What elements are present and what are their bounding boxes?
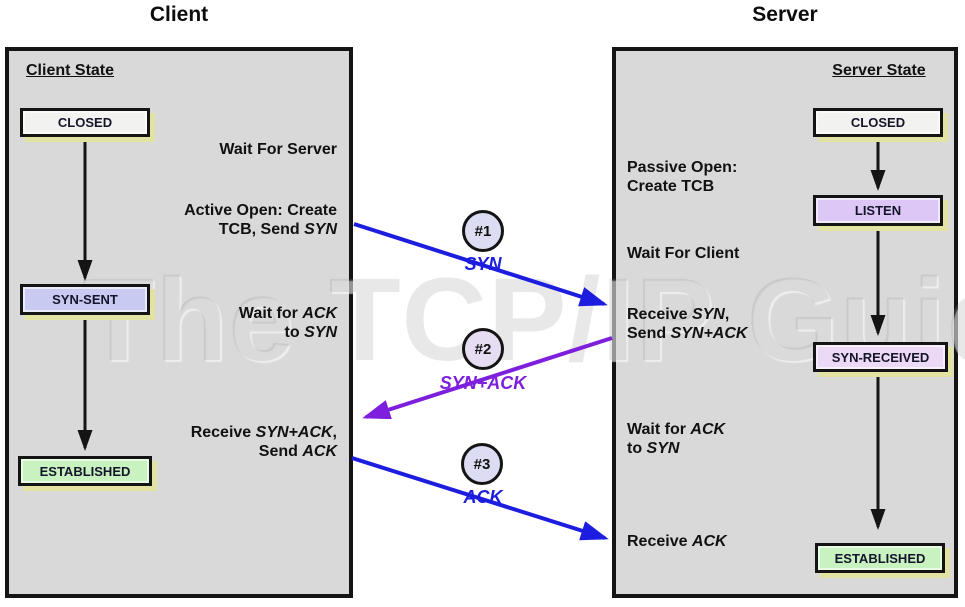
client-state-syn-sent: SYN-SENT [20,284,150,315]
server-title: Server [752,3,818,26]
note-line: Receive SYN, [627,306,730,323]
server-panel [612,47,958,598]
message-2-label: SYN+ACK [439,373,527,393]
server-state-established: ESTABLISHED [815,543,945,573]
client-note-wait-for-ack: Wait for ACK to SYN [97,304,337,342]
note-line: Wait For Server [219,141,337,158]
server-note-passive-open: Passive Open: Create TCB [627,158,847,196]
note-line: TCB, Send SYN [218,221,337,238]
message-1-label: SYN [464,254,502,274]
message-3-badge: #3 [461,443,503,485]
note-line: Receive SYN+ACK, [190,424,337,441]
client-state-closed: CLOSED [20,108,150,137]
client-note-wait-for-server: Wait For Server [97,140,337,159]
server-state-closed: CLOSED [813,108,943,137]
client-note-active-open: Active Open: Create TCB, Send SYN [97,201,337,239]
note-line: Wait for ACK [627,421,726,438]
note-line: Active Open: Create [184,202,337,219]
client-state-established: ESTABLISHED [18,456,152,486]
message-3-label: ACK [463,487,503,507]
note-line: Send SYN+ACK [627,325,748,342]
note-line: Wait For Client [627,245,740,262]
note-line: to SYN [627,440,680,457]
server-state-heading: Server State [832,62,926,79]
client-title: Client [149,3,209,26]
message-2-badge: #2 [462,328,504,370]
client-panel [5,47,353,598]
message-1-badge: #1 [462,210,504,252]
server-note-wait-for-client: Wait For Client [627,244,847,263]
server-state-listen: LISTEN [813,195,943,226]
note-line: Wait for ACK [238,305,337,322]
note-line: Receive ACK [627,533,727,550]
note-line: Create TCB [627,178,715,195]
server-note-wait-for-ack: Wait for ACK to SYN [627,420,847,458]
note-line: Send ACK [258,443,337,460]
server-state-syn-received: SYN-RECEIVED [813,342,948,372]
server-note-receive-syn: Receive SYN, Send SYN+ACK [627,305,847,343]
note-line: Passive Open: [627,159,738,176]
client-note-receive-synack: Receive SYN+ACK, Send ACK [97,423,337,461]
note-line: to SYN [284,324,337,341]
server-note-receive-ack: Receive ACK [627,532,847,551]
client-state-heading: Client State [26,62,115,79]
